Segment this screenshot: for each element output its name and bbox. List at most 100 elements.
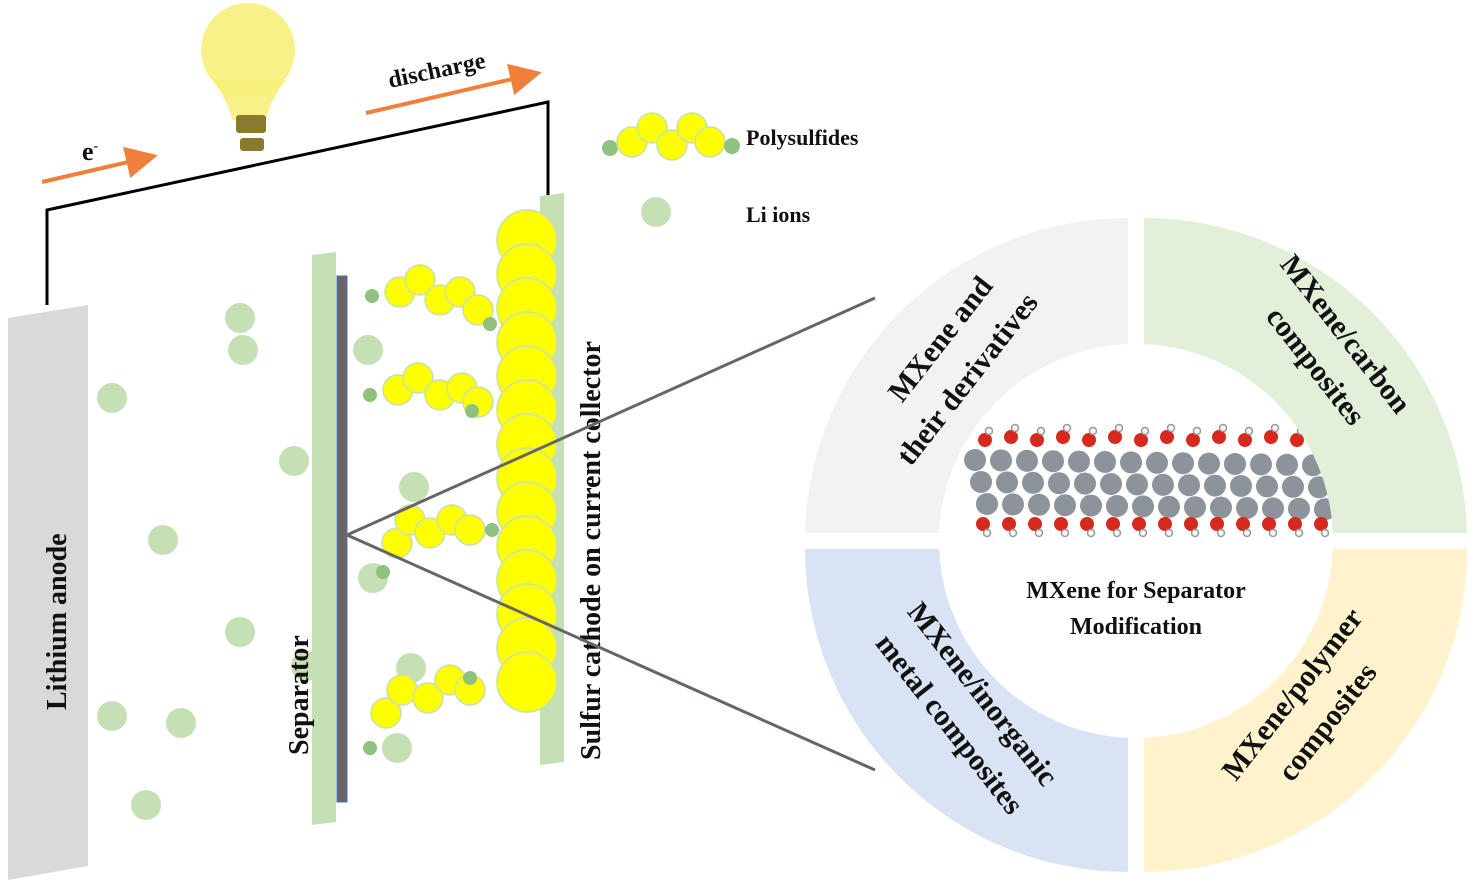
oxygen-atom <box>1262 517 1276 531</box>
metal-atom <box>1132 495 1154 518</box>
sulfur-particles <box>496 209 558 713</box>
li-ion <box>166 708 196 738</box>
li-end <box>724 138 740 154</box>
hydrogen-atom <box>1294 528 1304 538</box>
wheel-center <box>939 344 1333 738</box>
legend-label-li-ions: Li ions <box>746 202 811 227</box>
li-end <box>483 317 497 331</box>
li-end <box>376 565 390 579</box>
li-end <box>363 741 377 755</box>
oxygen-atom <box>1212 430 1226 444</box>
hydrogen-atom <box>1268 528 1278 538</box>
polysulfide-chain-icon <box>602 112 740 161</box>
zoom-line-bottom <box>346 533 876 772</box>
electron-label: e- <box>82 137 99 166</box>
lithium-anode-label: Lithium anode <box>42 533 73 710</box>
separator: Separator <box>284 252 348 825</box>
li-ion <box>131 790 161 820</box>
oxygen-atom <box>1238 433 1252 447</box>
cathode-label: Sulfur cathode on current collector <box>576 341 607 760</box>
metal-atom <box>1100 473 1122 495</box>
metal-atom <box>1288 497 1310 520</box>
oxygen-atom <box>1106 517 1120 531</box>
metal-atom <box>1158 495 1180 518</box>
separator-coating <box>336 275 348 803</box>
oxygen-atom <box>1080 517 1094 531</box>
sulfur-atom <box>370 697 402 729</box>
metal-atom <box>1250 453 1272 476</box>
hydrogen-atom <box>1112 528 1122 538</box>
hydrogen-atom <box>1036 426 1046 436</box>
hydrogen-atom <box>1088 426 1098 436</box>
metal-atom <box>1262 497 1284 520</box>
oxygen-atom <box>1160 430 1174 444</box>
oxygen-atom <box>1288 517 1302 531</box>
li-ion <box>399 472 429 502</box>
center-title-line1: MXene for Separator <box>1026 578 1246 604</box>
oxygen-atom <box>1028 517 1042 531</box>
metal-atom <box>1276 453 1298 476</box>
li-ion <box>228 335 258 365</box>
metal-atom <box>1126 473 1148 496</box>
hydrogen-atom <box>1010 423 1020 433</box>
metal-atom <box>1210 496 1232 519</box>
metal-atom <box>1048 472 1070 495</box>
metal-atom <box>1172 452 1194 475</box>
hydrogen-atom <box>1164 528 1174 538</box>
metal-atom <box>1236 497 1258 519</box>
metal-atom <box>1094 451 1116 473</box>
oxygen-atom <box>1210 517 1224 531</box>
sulfur-atom <box>694 126 726 158</box>
hydrogen-atom <box>1034 528 1044 538</box>
metal-atom <box>1080 494 1102 517</box>
oxygen-atom <box>1056 430 1070 444</box>
light-bulb-icon <box>201 3 295 151</box>
mxene-structure-image <box>964 423 1333 538</box>
metal-atom <box>1042 450 1064 473</box>
li-ion <box>225 303 255 333</box>
li-ion <box>225 617 255 647</box>
metal-atom <box>1146 451 1168 474</box>
sulfur-atom <box>402 362 434 394</box>
li-end <box>465 404 479 418</box>
metal-atom <box>976 493 998 515</box>
sulfur-cathode: Sulfur cathode on current collector <box>496 193 607 765</box>
metal-atom <box>1178 474 1200 497</box>
oxygen-atom <box>1158 517 1172 531</box>
metal-atom <box>1198 452 1220 475</box>
metal-atom <box>1230 475 1252 497</box>
oxygen-atom <box>1264 430 1278 444</box>
metal-atom <box>1028 493 1050 516</box>
lithium-anode: Lithium anode <box>8 305 88 880</box>
hydrogen-atom <box>1062 423 1072 433</box>
oxygen-atom <box>1134 433 1148 447</box>
li-ion <box>97 701 127 731</box>
li-end <box>485 523 499 537</box>
sulfur-atom <box>404 264 436 296</box>
electron-flow-arrow <box>41 146 158 184</box>
hydrogen-atom <box>1114 423 1124 433</box>
center-title-line2: Modification <box>1070 614 1202 640</box>
metal-atom <box>1016 449 1038 472</box>
metal-atom <box>1184 496 1206 519</box>
metal-atom <box>1120 451 1142 474</box>
mxene-wheel: MXene for Separator Modification MXene a… <box>805 217 1467 872</box>
oxygen-atom <box>1314 517 1328 531</box>
metal-atom <box>964 449 986 471</box>
metal-atom <box>970 471 992 493</box>
metal-atom <box>1282 475 1304 498</box>
hydrogen-atom <box>1086 528 1096 538</box>
zoom-line-top <box>346 296 876 537</box>
metal-atom <box>1022 471 1044 494</box>
hydrogen-atom <box>1270 423 1280 433</box>
li-end <box>365 289 379 303</box>
oxygen-atom <box>1030 433 1044 447</box>
hydrogen-atom <box>984 426 994 436</box>
li-ion-dot-icon <box>641 197 671 227</box>
oxygen-atom <box>1004 430 1018 444</box>
metal-atom <box>996 471 1018 494</box>
metal-atom <box>1256 475 1278 498</box>
li-ion <box>148 525 178 555</box>
metal-atom <box>990 449 1012 472</box>
